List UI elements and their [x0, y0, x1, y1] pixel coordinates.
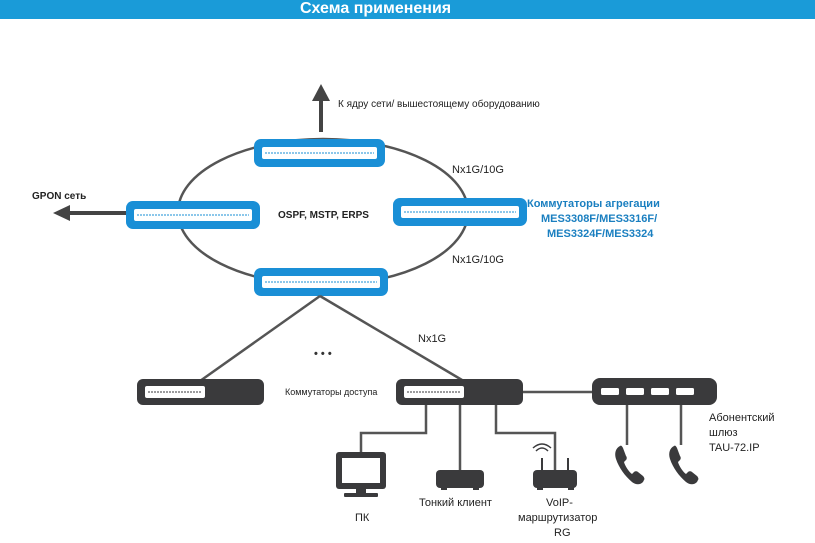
pc-icon — [336, 452, 386, 497]
aggregation-title: Коммутаторы агрегации — [527, 198, 660, 210]
voip-label-3: RG — [554, 527, 571, 539]
access-switch-left — [137, 379, 264, 405]
aggregation-models-2: MES3324F/MES3324 — [547, 228, 654, 240]
phone-icon — [615, 445, 645, 485]
access-link-left — [199, 294, 321, 383]
aggregation-models-1: MES3308F/MES3316F/ — [541, 213, 657, 225]
link-speed-access: Nx1G — [418, 333, 446, 345]
thin-client-icon — [436, 470, 484, 490]
access-switch-right — [396, 379, 523, 405]
aggregation-switch-top — [254, 139, 385, 167]
gpon-label: GPON сеть — [32, 191, 86, 202]
phone-icon — [669, 445, 699, 485]
gateway-label-1: Абонентский — [709, 412, 775, 424]
voip-label-1: VoIP- — [546, 497, 573, 509]
core-uplink-arrow — [312, 84, 330, 132]
voip-router-icon — [532, 443, 577, 490]
subscriber-gateway-device — [592, 378, 717, 405]
protocols-label: OSPF, MSTP, ERPS — [278, 210, 369, 221]
aggregation-switch-right — [393, 198, 527, 226]
header-bar: Схема применения — [0, 0, 815, 19]
voip-label-2: маршрутизатор — [518, 512, 597, 524]
pc-label: ПК — [355, 512, 370, 524]
thin-client-label: Тонкий клиент — [419, 497, 492, 509]
aggregation-switch-left — [126, 201, 260, 229]
link-speed-bottom: Nx1G/10G — [452, 254, 504, 266]
ellipsis-label: • • • — [314, 348, 332, 360]
page-title: Схема применения — [300, 0, 452, 17]
aggregation-switch-bottom — [254, 268, 388, 296]
gateway-label-3: TAU-72.IP — [709, 442, 760, 454]
link-speed-top: Nx1G/10G — [452, 164, 504, 176]
gateway-label-2: шлюз — [709, 427, 738, 439]
client-cabling — [359, 405, 557, 470]
core-uplink-label: К ядру сети/ вышестоящему оборудованию — [338, 98, 540, 110]
gpon-arrow — [53, 205, 126, 221]
access-switches-label: Коммутаторы доступа — [285, 387, 377, 397]
access-link-right — [319, 294, 463, 382]
